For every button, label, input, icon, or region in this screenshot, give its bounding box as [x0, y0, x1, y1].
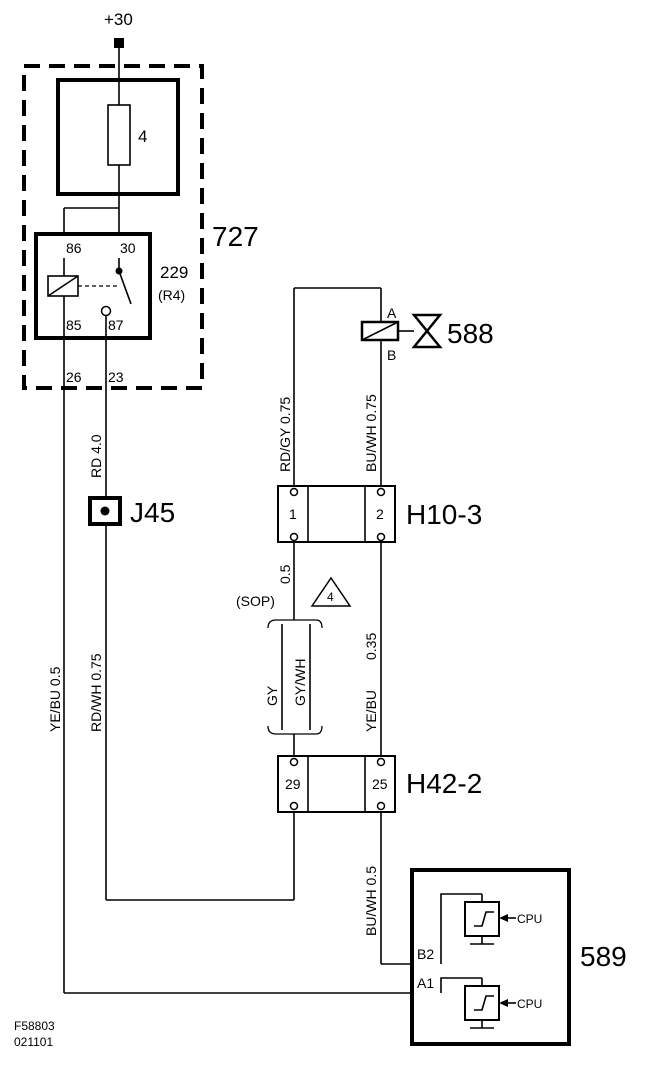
valve-coil-slash — [361, 321, 399, 341]
ecu-pin-a1: A1 — [417, 975, 434, 991]
module-pin-23: 23 — [108, 369, 124, 385]
valve-symbol — [411, 313, 443, 349]
wire-label-ye-bu-right: YE/BU — [363, 690, 379, 732]
valve-pin-b: B — [387, 347, 396, 363]
h10-pin1-label: 1 — [289, 506, 297, 522]
ecu-589 — [410, 868, 571, 1046]
wire-label-rd: RD 4.0 — [88, 434, 104, 478]
relay-pin-30: 30 — [120, 240, 136, 256]
module-727-label: 727 — [212, 221, 259, 252]
ecu-a1-path — [440, 977, 482, 993]
wire-label-sop: (SOP) — [236, 593, 275, 609]
wire-label-bu-wh-top: BU/WH 0.75 — [363, 394, 379, 472]
relay-coil-slash — [47, 275, 79, 297]
relay-id: 229 — [160, 263, 188, 282]
h42-pin29-top — [289, 757, 299, 767]
wire-label-035: 0.35 — [363, 633, 379, 660]
fuse-box — [56, 78, 180, 196]
wire-label-bu-wh-bottom: BU/WH 0.5 — [363, 866, 379, 936]
ecu-top-driver — [464, 901, 500, 937]
h10-pin2-bottom — [376, 532, 386, 542]
splice-label: J45 — [130, 497, 175, 528]
valve-pin-a: A — [387, 305, 397, 321]
wire-label-rd-gy: RD/GY 0.75 — [277, 397, 293, 472]
connector-h42-2 — [277, 755, 396, 813]
connector-h10-label: H10-3 — [406, 499, 482, 530]
splice-j45 — [88, 496, 122, 526]
ecu-top-driver-symbol — [474, 911, 494, 927]
option-bracket-bottom — [267, 725, 323, 735]
relay-box — [34, 232, 152, 340]
h42-pin29-label: 29 — [285, 776, 301, 792]
supply-label: +30 — [104, 10, 133, 29]
h42-pin25-bottom — [376, 801, 386, 811]
module-727-border — [22, 64, 204, 390]
connector-h10-3 — [277, 485, 396, 543]
h10-pin2-top — [376, 487, 386, 497]
switch-terminal-87 — [100, 305, 112, 317]
ecu-top-arrow — [499, 914, 508, 922]
ecu-bottom-driver — [464, 985, 500, 1021]
relay-pin-86: 86 — [66, 240, 82, 256]
wire-label-gy-wh: GY/WH — [292, 659, 308, 706]
h42-pin29-bottom — [289, 801, 299, 811]
ecu-cpu-top: CPU — [517, 912, 542, 926]
relay-pin-85: 85 — [66, 317, 82, 333]
wire-label-05: 0.5 — [277, 564, 293, 584]
h10-pin1-top — [289, 487, 299, 497]
h10-pin1-bottom — [289, 532, 299, 542]
wire-label-gy: GY — [264, 685, 280, 706]
supply-terminal — [114, 38, 124, 48]
option-bracket-top — [267, 619, 323, 629]
ecu-bottom-driver-symbol — [474, 995, 494, 1011]
connector-h42-label: H42-2 — [406, 768, 482, 799]
module-pin-26: 26 — [66, 369, 82, 385]
ecu-bottom-arrow — [499, 999, 508, 1007]
relay-pin-87: 87 — [108, 317, 124, 333]
wire-label-ye-bu-left: YE/BU 0.5 — [47, 666, 63, 732]
splice-j45-dot — [100, 506, 110, 516]
h42-pin25-label: 25 — [372, 776, 388, 792]
footer-date: 021101 — [14, 1035, 53, 1049]
fuse-element — [107, 104, 131, 166]
footer-code: F58803 — [14, 1019, 55, 1033]
h10-pin2-label: 2 — [376, 506, 384, 522]
ecu-b2-path — [440, 893, 482, 964]
note-triangle — [310, 576, 352, 607]
ecu-label: 589 — [580, 941, 627, 972]
note-triangle-text: 4 — [327, 590, 334, 604]
wire-label-rd-wh: RD/WH 0.75 — [88, 653, 104, 732]
ecu-pin-b2: B2 — [417, 946, 434, 962]
h42-pin25-top — [376, 757, 386, 767]
switch-contact — [118, 270, 132, 305]
relay-sub: (R4) — [158, 287, 185, 303]
fuse-number: 4 — [138, 127, 147, 146]
ecu-cpu-bottom: CPU — [517, 997, 542, 1011]
valve-label: 588 — [447, 318, 494, 349]
